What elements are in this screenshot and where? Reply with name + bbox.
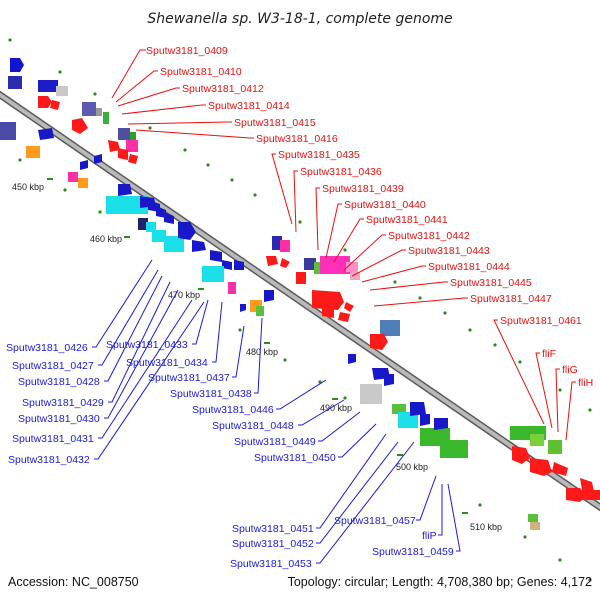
- tick-marks: [47, 178, 468, 514]
- label-sputw3181-0439: Sputw3181_0439: [322, 183, 404, 195]
- label-sputw3181-0445: Sputw3181_0445: [450, 277, 532, 289]
- map-title: Shewanella sp. W3-18-1, complete genome: [147, 11, 452, 27]
- tick-460: [124, 236, 130, 238]
- label-sputw3181-0449: Sputw3181_0449: [234, 436, 316, 448]
- tick-500: [397, 454, 403, 456]
- label-sputw3181-0434: Sputw3181_0434: [126, 357, 208, 369]
- label-sputw3181-0443: Sputw3181_0443: [408, 245, 490, 257]
- label-sputw3181-0433: Sputw3181_0433: [106, 339, 188, 351]
- label-sputw3181-0432: Sputw3181_0432: [8, 454, 90, 466]
- label-sputw3181-0459: Sputw3181_0459: [372, 546, 454, 558]
- label-sputw3181-0436: Sputw3181_0436: [300, 166, 382, 178]
- topology-label: Topology: circular; Length: 4,708,380 bp…: [288, 575, 592, 589]
- label-sputw3181-0446: Sputw3181_0446: [192, 404, 274, 416]
- label-flig: fliG: [562, 364, 578, 376]
- label-sputw3181-0409: Sputw3181_0409: [146, 45, 228, 57]
- label-sputw3181-0414: Sputw3181_0414: [208, 100, 290, 112]
- tick-450: [47, 178, 53, 180]
- label-sputw3181-0427: Sputw3181_0427: [12, 360, 94, 372]
- tick-label-510: 510 kbp: [470, 522, 502, 532]
- outer-strand-features: [8, 58, 600, 502]
- label-sputw3181-0428: Sputw3181_0428: [18, 376, 100, 388]
- top-callout-lines: [111, 49, 576, 441]
- label-sputw3181-0435: Sputw3181_0435: [278, 149, 360, 161]
- tick-label-470: 470 kbp: [168, 290, 200, 300]
- tick-label-480: 480 kbp: [246, 347, 278, 357]
- inner-strand-features: [0, 122, 540, 530]
- tick-510: [462, 512, 468, 514]
- bottom-labels: Sputw3181_0426 Sputw3181_0427 Sputw3181_…: [6, 339, 454, 570]
- tick-label-450: 450 kbp: [12, 182, 44, 192]
- label-sputw3181-0430: Sputw3181_0430: [18, 413, 100, 425]
- label-sputw3181-0457: Sputw3181_0457: [334, 515, 416, 527]
- label-sputw3181-0440: Sputw3181_0440: [344, 199, 426, 211]
- label-sputw3181-0437: Sputw3181_0437: [148, 372, 230, 384]
- tick-480: [264, 342, 270, 344]
- label-sputw3181-0415: Sputw3181_0415: [234, 117, 316, 129]
- genome-backbone: [0, 90, 600, 512]
- label-sputw3181-0448: Sputw3181_0448: [212, 420, 294, 432]
- label-sputw3181-0412: Sputw3181_0412: [182, 83, 264, 95]
- tick-label-460: 460 kbp: [90, 234, 122, 244]
- label-sputw3181-0461: Sputw3181_0461: [500, 315, 582, 327]
- dot-row-outer: [8, 38, 592, 412]
- tick-label-490: 490 kbp: [320, 403, 352, 413]
- dot-row-inner: [18, 158, 592, 582]
- accession-label: Accession: NC_008750: [8, 575, 139, 589]
- label-flip: fliP: [422, 530, 437, 542]
- label-sputw3181-0431: Sputw3181_0431: [12, 433, 94, 445]
- top-labels: Sputw3181_0409 Sputw3181_0410 Sputw3181_…: [146, 45, 593, 389]
- bottom-callout-lines: [92, 259, 461, 564]
- label-sputw3181-0447: Sputw3181_0447: [470, 293, 552, 305]
- label-flif: fliF: [542, 348, 556, 360]
- label-sputw3181-0453: Sputw3181_0453: [230, 558, 312, 570]
- label-flih: fliH: [578, 377, 593, 389]
- label-sputw3181-0451: Sputw3181_0451: [232, 523, 314, 535]
- tick-label-500: 500 kbp: [396, 462, 428, 472]
- label-sputw3181-0410: Sputw3181_0410: [160, 66, 242, 78]
- label-sputw3181-0441: Sputw3181_0441: [366, 214, 448, 226]
- label-sputw3181-0416: Sputw3181_0416: [256, 133, 338, 145]
- label-sputw3181-0450: Sputw3181_0450: [254, 452, 336, 464]
- tick-470: [198, 288, 204, 290]
- label-sputw3181-0444: Sputw3181_0444: [428, 261, 510, 273]
- label-sputw3181-0426: Sputw3181_0426: [6, 342, 88, 354]
- tick-490: [332, 398, 338, 400]
- label-sputw3181-0452: Sputw3181_0452: [232, 538, 314, 550]
- label-sputw3181-0438: Sputw3181_0438: [170, 388, 252, 400]
- label-sputw3181-0442: Sputw3181_0442: [388, 230, 470, 242]
- label-sputw3181-0429: Sputw3181_0429: [22, 397, 104, 409]
